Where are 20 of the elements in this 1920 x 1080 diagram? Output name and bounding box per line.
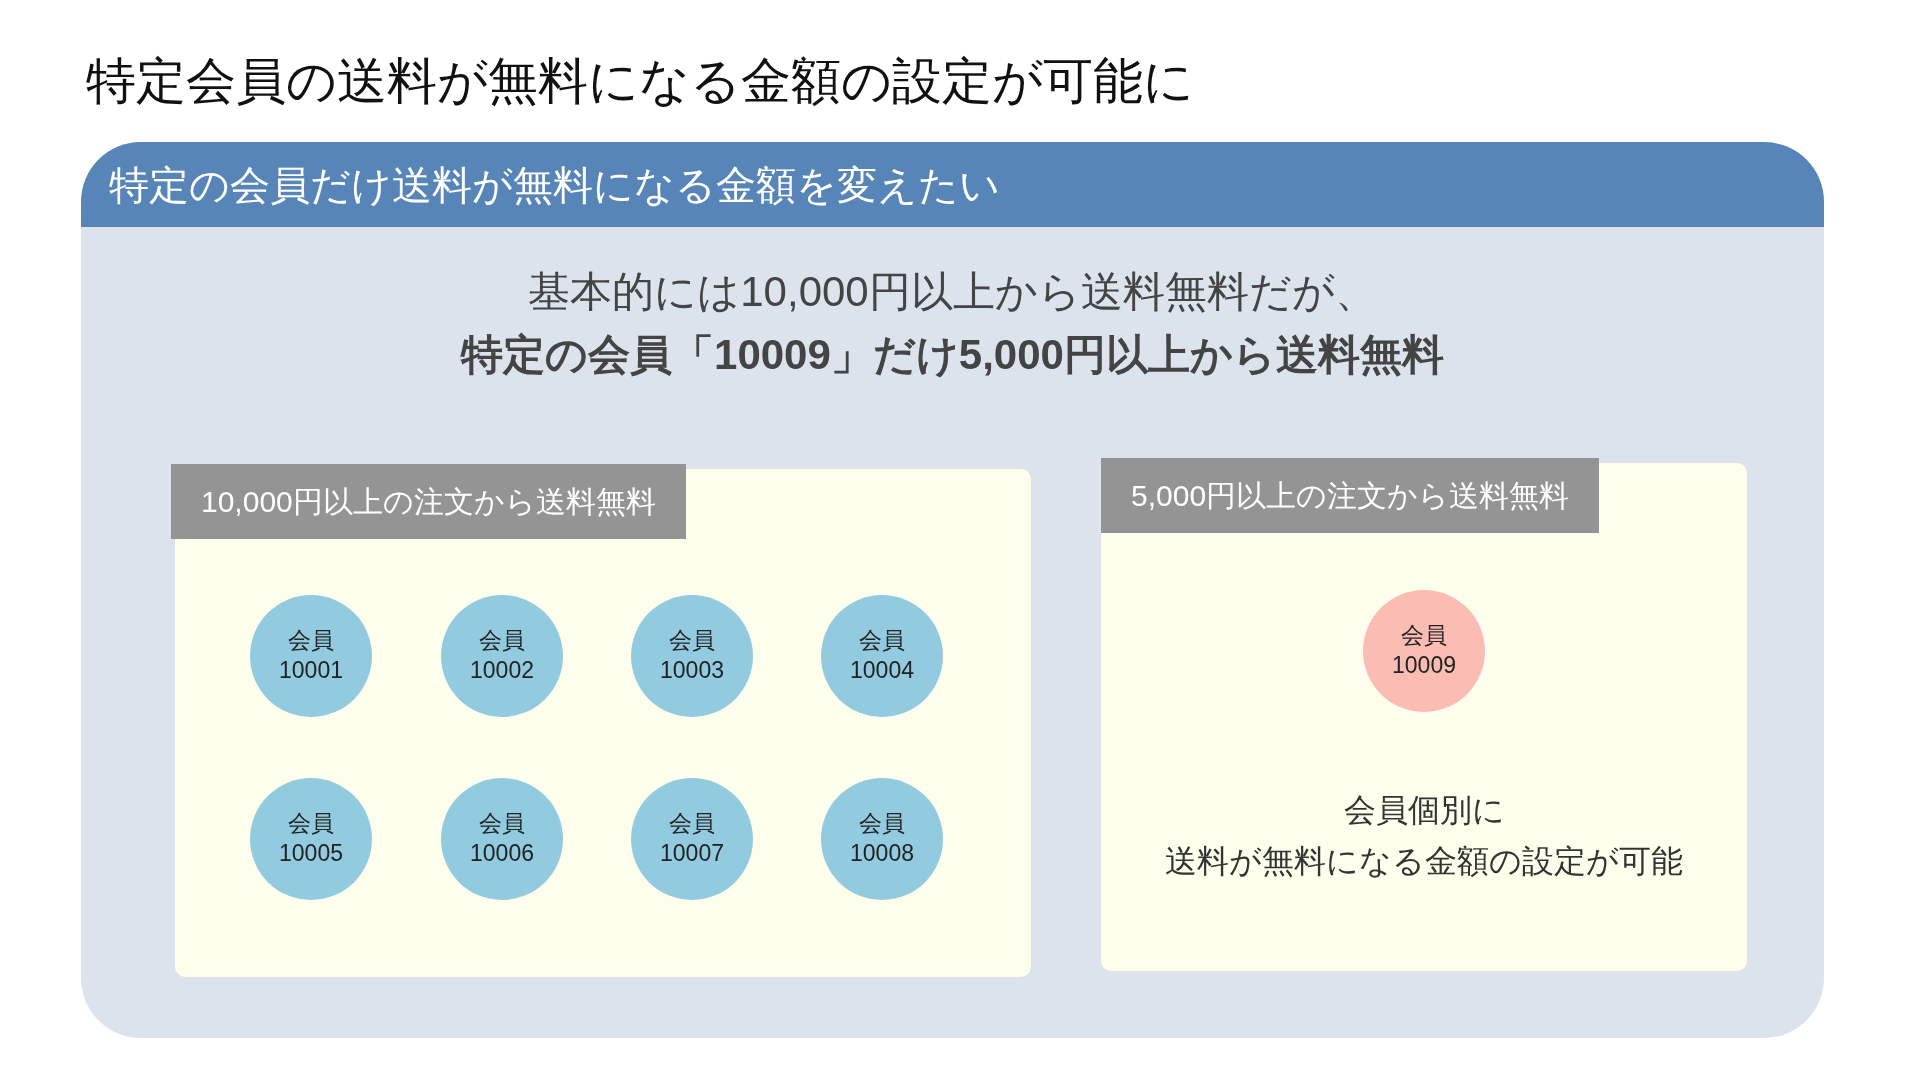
description-text: 送料が無料になる金額の設定が可能 [1165, 842, 1683, 882]
member-label: 会員 10009 [1391, 621, 1457, 680]
member-label: 会員 10002 [469, 626, 535, 685]
summary-text: 基本的には10,000円以上から送料無料だが、 [528, 267, 1377, 317]
tab-label: 5,000円以上の注文から送料無料 [1131, 478, 1570, 514]
member-label: 会員 10007 [659, 809, 725, 868]
member-label: 会員 10005 [278, 809, 344, 868]
member-label: 会員 10003 [659, 626, 725, 685]
member-label: 会員 10006 [469, 809, 535, 868]
title: 特定会員の送料が無料になる金額の設定が可能に [86, 52, 1194, 111]
summary-text: 特定の会員「10009」だけ5,000円以上から送料無料 [461, 330, 1444, 380]
card-tab [1101, 458, 1600, 533]
member-label: 会員 10008 [849, 809, 915, 868]
card-tab [171, 464, 686, 539]
tab-label: 10,000円以上の注文から送料無料 [201, 484, 656, 520]
member-label: 会員 10001 [278, 626, 344, 685]
header-text: 特定の会員だけ送料が無料になる金額を変えたい [109, 161, 1000, 209]
description-text: 会員個別に [1343, 791, 1505, 830]
member-label: 会員 10004 [849, 626, 915, 685]
main-panel [81, 142, 1824, 1038]
